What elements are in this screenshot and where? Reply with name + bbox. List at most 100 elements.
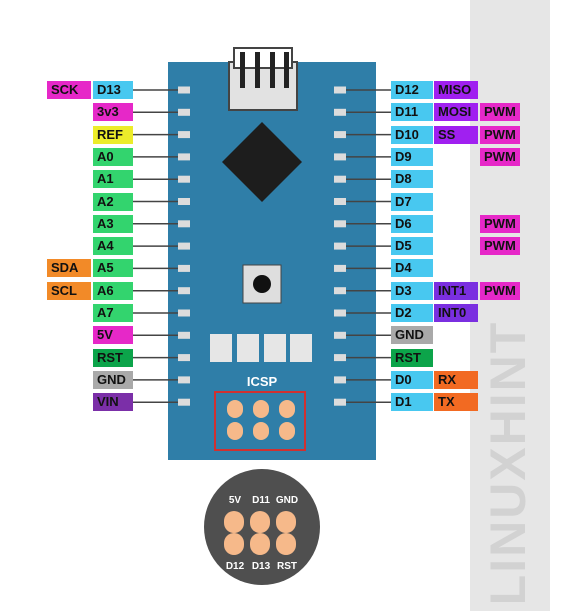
right-pin-header [334, 153, 346, 161]
icsp-box [214, 391, 306, 451]
right-pin-label: D9 [391, 147, 433, 166]
left-pin-label: A4 [93, 237, 133, 256]
smd-component-4 [290, 334, 312, 362]
left-pin-label: REF [93, 125, 133, 144]
usb-pin-1 [240, 52, 245, 88]
icsp-header-pad [250, 533, 270, 555]
right-pin-function-label: RX [434, 370, 478, 389]
left-pin-function-label: SDA [47, 259, 91, 278]
left-pin-header [178, 242, 190, 250]
smd-component-1 [210, 334, 232, 362]
right-pin-function-label: PWM [480, 103, 520, 122]
icsp-header-pad [276, 533, 296, 555]
left-pin-label: A5 [93, 259, 133, 278]
right-pin-function-label: MOSI [434, 103, 478, 122]
left-pin-header [178, 398, 190, 406]
usb-connector-top [233, 47, 293, 69]
left-pin-header [178, 287, 190, 295]
right-pin-header [334, 398, 346, 406]
left-pin-header [178, 108, 190, 116]
icsp-header-pad [224, 533, 244, 555]
right-pin-header [334, 220, 346, 228]
left-pin-label: D13 [93, 81, 133, 99]
icsp-pad [227, 422, 243, 440]
icsp-pad [227, 400, 243, 418]
right-pin-header [334, 108, 346, 116]
left-pin-label: A7 [93, 304, 133, 322]
left-pin-header [178, 331, 190, 339]
right-pin-label: D0 [391, 370, 433, 389]
left-pin-label: A2 [93, 192, 133, 211]
right-pin-header [334, 86, 346, 94]
left-pin-header [178, 86, 190, 94]
icsp-bottom-label: RST [277, 561, 297, 572]
right-pin-label: D11 [391, 103, 433, 122]
left-pin-header [178, 131, 190, 139]
icsp-header-pad [276, 511, 296, 533]
right-pin-function-label: PWM [480, 281, 520, 300]
right-pin-label: D2 [391, 304, 433, 322]
left-pin-header [178, 376, 190, 384]
mcu-chip [222, 122, 302, 202]
usb-pin-2 [255, 52, 260, 88]
right-pin-header [334, 175, 346, 183]
right-pin-function-label: INT1 [434, 281, 478, 300]
icsp-top-label: GND [276, 495, 298, 506]
left-pin-header [178, 175, 190, 183]
icsp-pad [253, 422, 269, 440]
right-pin-label: GND [391, 326, 433, 345]
right-pin-header [334, 131, 346, 139]
icsp-label: ICSP [247, 374, 278, 389]
usb-pin-4 [284, 52, 289, 88]
right-pin-function-label: PWM [480, 237, 520, 256]
usb-pin-3 [270, 52, 275, 88]
reset-button-cap [253, 275, 271, 293]
pcb-board [168, 62, 376, 460]
right-pin-label: D7 [391, 192, 433, 211]
icsp-header-pad [224, 511, 244, 533]
icsp-header-pad [250, 511, 270, 533]
right-pin-label: D12 [391, 81, 433, 99]
right-pin-header [334, 287, 346, 295]
right-pin-header [334, 376, 346, 384]
background-panel [470, 0, 550, 611]
right-pin-header [334, 331, 346, 339]
right-pin-function-label: PWM [480, 214, 520, 233]
left-pin-label: A0 [93, 147, 133, 166]
left-pin-header [178, 153, 190, 161]
right-pin-label: D4 [391, 259, 433, 278]
smd-component-2 [237, 334, 259, 362]
icsp-pad [279, 422, 295, 440]
left-pin-header [178, 264, 190, 272]
icsp-pad [253, 400, 269, 418]
left-pin-label: 5V [93, 326, 133, 345]
icsp-pad [279, 400, 295, 418]
left-pin-label: RST [93, 348, 133, 367]
right-pin-function-label: PWM [480, 125, 520, 144]
left-pin-label: A6 [93, 281, 133, 300]
right-pin-label: D8 [391, 170, 433, 189]
right-pin-function-label: SS [434, 125, 478, 144]
right-pin-header [334, 354, 346, 362]
right-pin-function-label: TX [434, 393, 478, 412]
left-pin-header [178, 354, 190, 362]
left-pin-label: 3v3 [93, 103, 133, 122]
right-pin-header [334, 242, 346, 250]
left-pin-function-label: SCK [47, 81, 91, 99]
right-pin-label: RST [391, 348, 433, 367]
left-pin-header [178, 198, 190, 205]
icsp-top-label: D11 [252, 495, 270, 506]
left-pin-label: VIN [93, 393, 133, 412]
left-pin-label: GND [93, 370, 133, 389]
right-pin-label: D5 [391, 237, 433, 256]
left-pin-label: A1 [93, 170, 133, 189]
left-pin-function-label: SCL [47, 281, 91, 300]
smd-component-3 [264, 334, 286, 362]
icsp-top-label: 5V [229, 495, 242, 506]
right-pin-function-label: MISO [434, 81, 478, 99]
watermark-text: LINUXHINT [480, 320, 536, 606]
right-pin-label: D3 [391, 281, 433, 300]
right-pin-function-label: PWM [480, 147, 520, 166]
